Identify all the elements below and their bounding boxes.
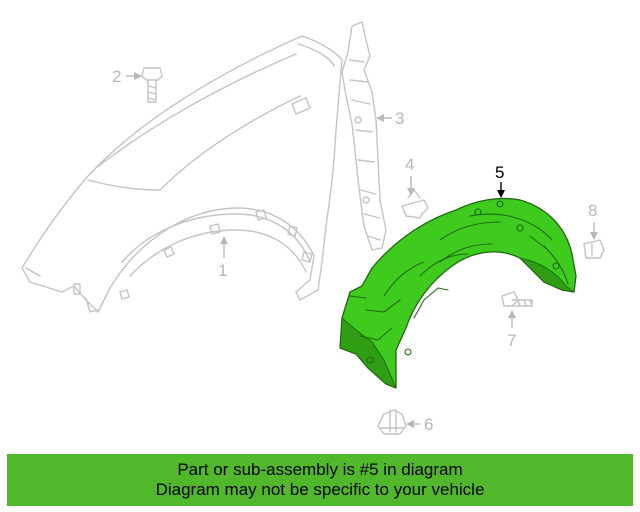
svg-text:4: 4: [405, 155, 414, 174]
callout-3: 3: [376, 109, 404, 128]
callout-2: 2: [112, 67, 142, 86]
svg-text:2: 2: [112, 67, 121, 86]
callout-5: 5: [495, 163, 505, 198]
banner-line-part-number: Part or sub-assembly is #5 in diagram: [177, 460, 463, 479]
svg-text:1: 1: [218, 261, 227, 280]
bolt-part-2[interactable]: [141, 67, 163, 103]
bracket-part-3[interactable]: [341, 21, 387, 251]
svg-text:6: 6: [424, 415, 433, 434]
info-banner: Part or sub-assembly is #5 in diagram Di…: [7, 454, 633, 506]
banner-line-disclaimer: Diagram may not be specific to your vehi…: [155, 480, 485, 499]
svg-text:8: 8: [588, 201, 597, 220]
callout-8: 8: [588, 201, 598, 240]
parts-diagram: 1 2 3 4 5 6 7 8: [21, 21, 605, 435]
svg-text:3: 3: [395, 109, 404, 128]
callout-4: 4: [405, 155, 415, 196]
svg-text:7: 7: [507, 331, 516, 350]
screw-part-7[interactable]: [501, 291, 533, 307]
callout-7: 7: [507, 310, 516, 350]
clip-part-8[interactable]: [583, 239, 605, 259]
fender-part-1[interactable]: [21, 35, 343, 313]
svg-text:5: 5: [495, 163, 504, 182]
push-clip-part-6[interactable]: [377, 409, 407, 435]
fender-liner-part-5[interactable]: [339, 197, 577, 389]
callout-6: 6: [406, 415, 433, 434]
clip-part-4[interactable]: [401, 189, 429, 219]
callout-1: 1: [218, 236, 228, 280]
